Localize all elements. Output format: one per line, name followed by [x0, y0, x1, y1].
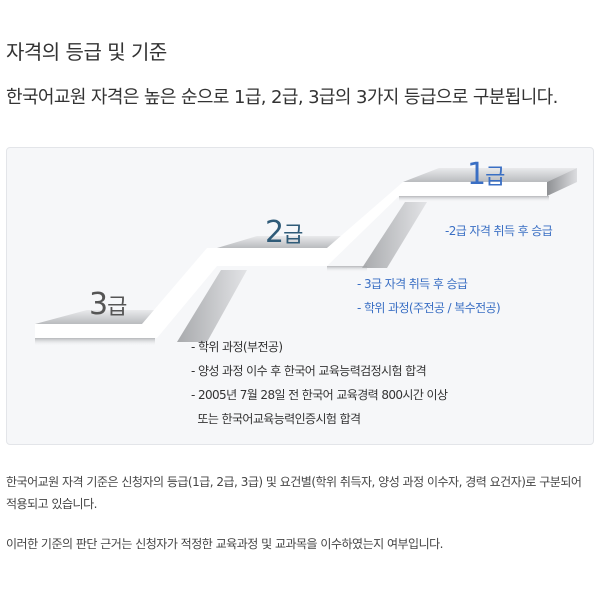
requirement-item: - 양성 과정 이수 후 한국어 교육능력검정시험 합격	[191, 364, 427, 378]
requirement-item: - 학위 과정(주전공 / 복수전공)	[357, 301, 501, 315]
requirement-item: - 2005년 7월 28일 전 한국어 교육경력 800시간 이상	[191, 388, 448, 402]
basis-paragraph: 이러한 기준의 판단 근거는 신청자가 적정한 교육과정 및 교과목을 이수하였…	[6, 537, 443, 551]
requirement-item: -2급 자격 취득 후 승급	[445, 224, 553, 238]
page-title: 자격의 등급 및 기준	[6, 40, 167, 64]
grade-1-label: 1급	[467, 157, 505, 192]
grade-3-requirements: - 학위 과정(부전공) - 양성 과정 이수 후 한국어 교육능력검정시험 합…	[191, 335, 448, 431]
requirement-item: - 3급 자격 취득 후 승급	[357, 277, 468, 291]
lead-text: 한국어교원 자격은 높은 순으로 1급, 2급, 3급의 3가지 등급으로 구분…	[6, 87, 558, 108]
grade-2-label: 2급	[265, 215, 303, 250]
staircase-graphic	[35, 168, 577, 346]
grade-3-label: 3급	[89, 287, 127, 322]
grade-2-requirements: - 3급 자격 취득 후 승급 - 학위 과정(주전공 / 복수전공)	[357, 272, 501, 320]
grade-staircase-panel: 3급 2급 1급 -2급 자격 취득 후 승급 - 3급 자격 취득 후 승급 …	[6, 147, 594, 445]
grade-1-requirements: -2급 자격 취득 후 승급	[445, 219, 553, 243]
requirement-item: - 학위 과정(부전공)	[191, 340, 283, 354]
requirement-item: 또는 한국어교육능력인증시험 합격	[191, 412, 361, 426]
criteria-paragraph: 한국어교원 자격 기준은 신청자의 등급(1급, 2급, 3급) 및 요건별(학…	[6, 475, 582, 511]
